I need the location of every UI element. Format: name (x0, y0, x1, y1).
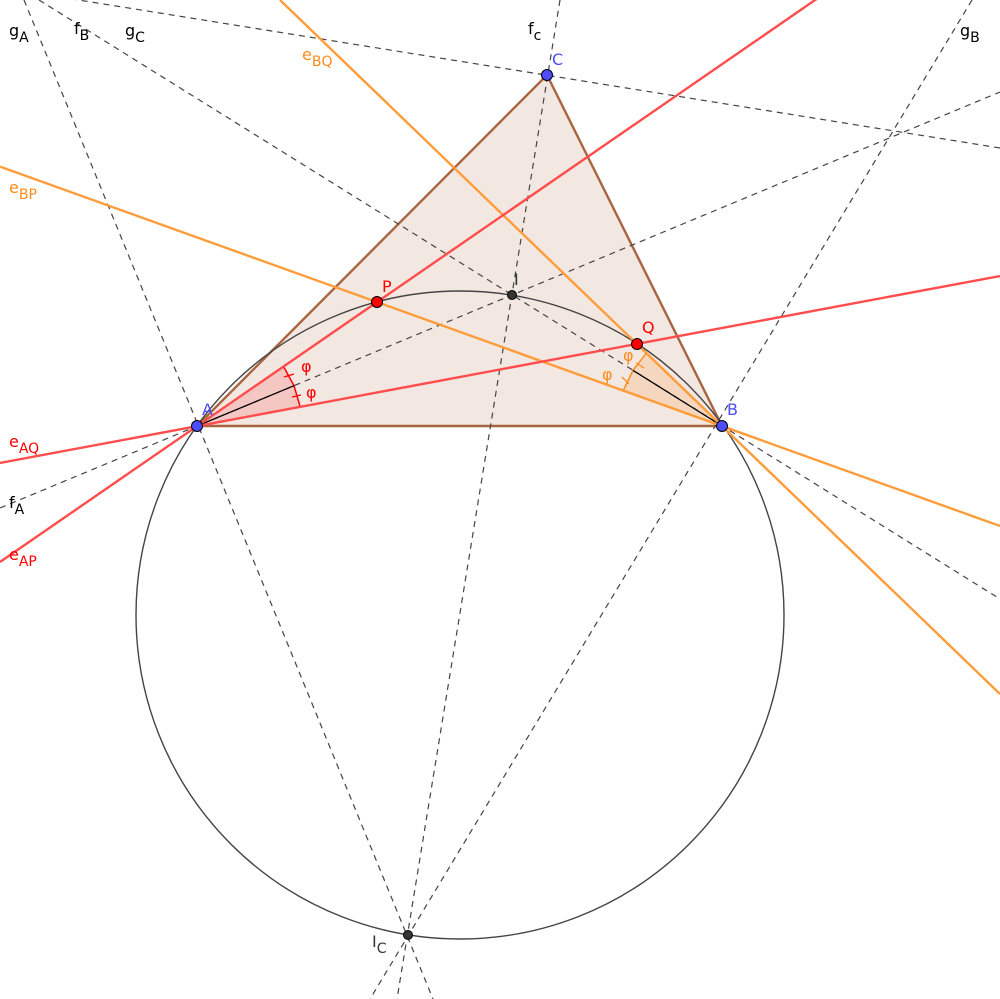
line-fB[interactable] (38, 0, 1000, 600)
label-gA: gA (9, 21, 29, 46)
label-A: A (202, 400, 213, 419)
label-Q: Q (642, 318, 655, 337)
point-Q[interactable] (631, 338, 643, 350)
line-gA[interactable] (23, 0, 434, 999)
circle[interactable] (135, 290, 785, 940)
tick-a1 (283, 373, 295, 378)
line-gC[interactable] (60, 0, 1000, 149)
point-P[interactable] (371, 296, 383, 308)
point-B[interactable] (716, 420, 728, 432)
label-fC: fc (528, 19, 541, 44)
label-IC: IC (372, 932, 387, 957)
line-eBP[interactable] (0, 165, 1000, 528)
label-P: P (382, 277, 392, 296)
bisector-segment-b (632, 369, 723, 427)
line-eAQ[interactable] (0, 274, 1000, 465)
label-B: B (727, 400, 738, 419)
label-gB: gB (960, 21, 980, 46)
point-A[interactable] (191, 420, 203, 432)
label-gC: gC (125, 21, 145, 46)
label-eAP: eAP (9, 545, 37, 570)
point-I[interactable] (507, 290, 517, 300)
label-I: I (514, 270, 519, 289)
tick-b1 (635, 362, 645, 369)
angle-label-a1: φ (301, 357, 312, 376)
line-fC[interactable] (396, 0, 561, 999)
point-IC[interactable] (403, 930, 413, 940)
angle-label-b2: φ (602, 365, 613, 384)
label-fB: fB (74, 19, 89, 44)
label-C: C (552, 50, 563, 69)
tick-b2 (621, 376, 630, 385)
label-eBP: eBP (9, 178, 37, 203)
label-eBQ: eBQ (302, 45, 332, 70)
line-eAP[interactable] (0, 0, 818, 563)
angle-label-a2: φ (306, 383, 317, 402)
triangle-abc[interactable] (194, 72, 724, 428)
label-eAQ: eAQ (9, 432, 39, 457)
line-fA[interactable] (0, 91, 1000, 509)
point-C[interactable] (541, 69, 553, 81)
tick-a2 (291, 394, 302, 398)
label-fA: fA (9, 493, 25, 518)
angle-label-b1: φ (623, 346, 634, 365)
bisector-segment-a (196, 385, 295, 427)
line-gB[interactable] (369, 0, 973, 999)
